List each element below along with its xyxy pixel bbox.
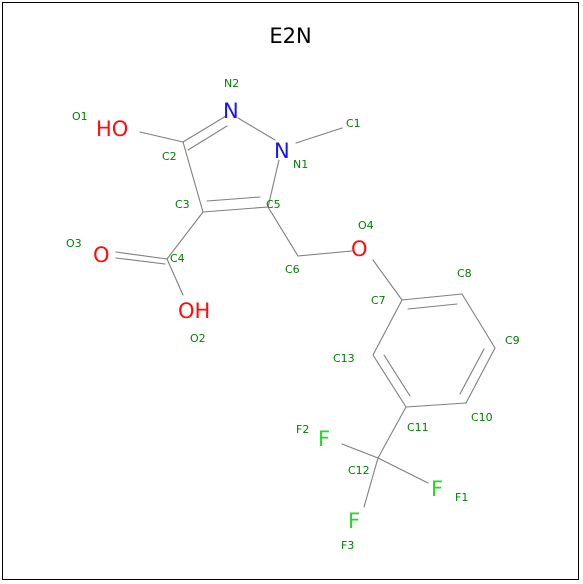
bond-n1-c1 <box>295 127 343 144</box>
index-o4: O4 <box>358 219 374 232</box>
index-n1: N1 <box>293 158 308 171</box>
atom-o2-symbol: OH <box>178 299 210 323</box>
bond-c12-f3 <box>363 457 379 508</box>
bond-c4-o3-second <box>115 257 166 265</box>
atom-symbols: HO N N O OH O F F F <box>93 99 443 533</box>
molecule-title: E2N <box>269 24 312 48</box>
index-o2: O2 <box>190 332 206 345</box>
bond-c11-c12 <box>377 406 407 459</box>
index-c7: C7 <box>371 294 386 307</box>
atom-o4-symbol: O <box>351 237 368 261</box>
index-c5: C5 <box>266 198 281 211</box>
bond-c11-c13-second <box>383 354 411 397</box>
bond-c5-c6 <box>267 206 299 257</box>
bond-c2-n2-second <box>187 125 228 151</box>
index-c13: C13 <box>333 352 355 365</box>
bond-c5-c3 <box>202 206 269 213</box>
bond-o4-c7 <box>372 259 403 301</box>
bond-c4-o2 <box>166 258 184 296</box>
atom-index-labels: O1 N2 C1 C2 N1 C3 C5 O4 O3 C4 C6 C8 C7 O… <box>66 77 520 552</box>
index-c9: C9 <box>505 334 520 347</box>
bond-c9-c10-second <box>459 348 485 395</box>
bond-c12-f2 <box>341 443 379 459</box>
bond-n1-c5 <box>267 159 280 208</box>
bond-c3-c2 <box>182 141 204 213</box>
bond-c3-c4 <box>166 211 204 260</box>
bond-c12-f1 <box>377 457 429 484</box>
bond-c7-c8-second <box>407 303 458 310</box>
bonds <box>115 115 496 508</box>
diagram-frame: E2N <box>2 2 579 580</box>
index-c6: C6 <box>285 263 300 276</box>
bond-c2-n2 <box>182 115 227 143</box>
bond-c4-o3 <box>115 251 168 260</box>
index-c2: C2 <box>162 150 177 163</box>
atom-f3-symbol: F <box>348 509 360 533</box>
bond-c8-c9 <box>461 293 496 349</box>
index-f1: F1 <box>455 491 468 504</box>
index-c1: C1 <box>346 117 361 130</box>
atom-n2-symbol: N <box>223 99 239 123</box>
bond-c7-c8 <box>401 293 463 301</box>
index-c8: C8 <box>457 267 472 280</box>
atom-o3-symbol: O <box>93 243 110 267</box>
index-c3: C3 <box>175 198 190 211</box>
bond-c5-c3-second <box>206 196 261 202</box>
index-c4: C4 <box>170 252 185 265</box>
index-f2: F2 <box>296 423 309 436</box>
bond-c13-c7 <box>372 299 403 356</box>
index-c12: C12 <box>348 464 370 477</box>
bond-n2-n1 <box>237 117 276 141</box>
bond-c6-o4 <box>297 250 353 257</box>
bond-c11-c13 <box>372 354 407 408</box>
index-f3: F3 <box>341 539 354 552</box>
atom-n1-symbol: N <box>274 139 290 163</box>
index-o3: O3 <box>66 237 82 250</box>
bond-c9-c10 <box>465 347 496 404</box>
bond-c10-c11 <box>405 402 467 408</box>
bond-o1-c2 <box>139 131 184 143</box>
atom-f2-symbol: F <box>318 427 330 451</box>
index-c10: C10 <box>471 411 493 424</box>
index-c11: C11 <box>407 421 429 434</box>
atom-f1-symbol: F <box>431 477 443 501</box>
index-n2: N2 <box>224 77 239 90</box>
atom-o1-symbol: HO <box>96 117 128 141</box>
index-o1: O1 <box>72 110 88 123</box>
